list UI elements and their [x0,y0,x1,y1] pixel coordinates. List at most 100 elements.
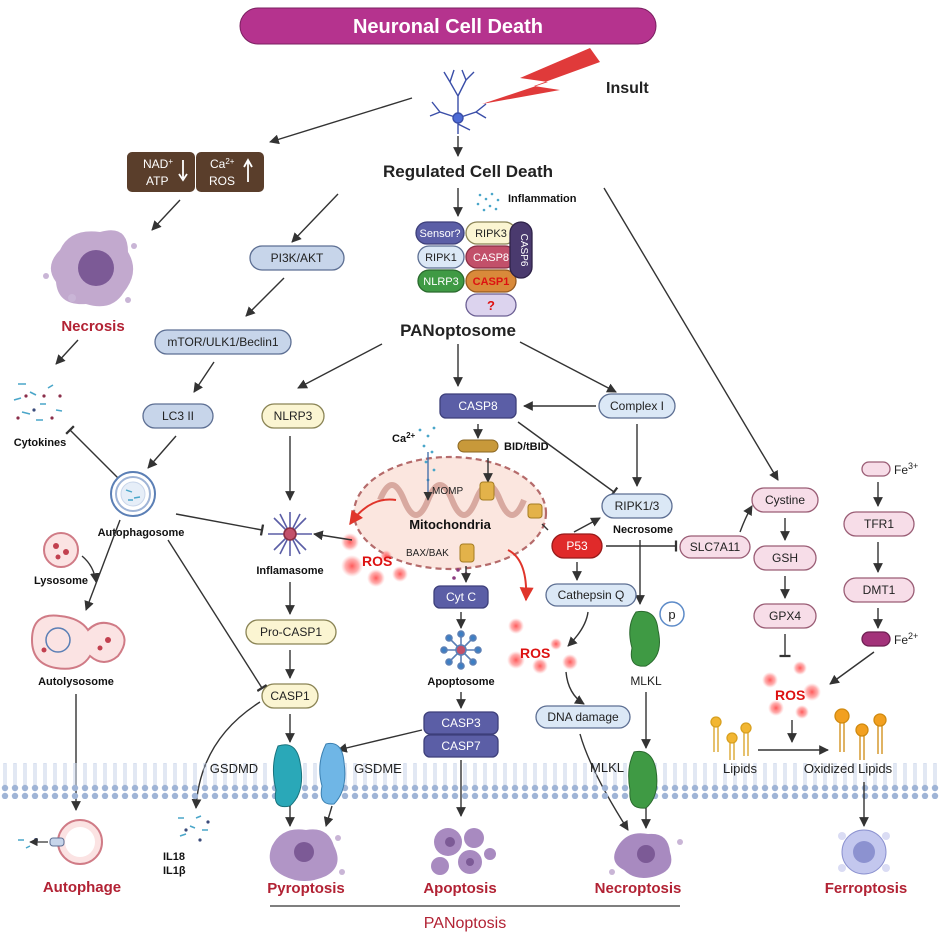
autophage-cell-icon [18,819,103,865]
lipids-icon [710,716,752,760]
svg-text:mTOR/ULK1/Beclin1: mTOR/ULK1/Beclin1 [167,335,278,349]
pyroptosis-label: Pyroptosis [267,880,345,897]
mlkl-membrane-label: MLKL [590,760,624,775]
svg-text:LC3 II: LC3 II [162,409,194,423]
regulated-cell-death-label: Regulated Cell Death [383,162,553,181]
svg-text:TFR1: TFR1 [864,517,894,531]
svg-text:BID/tBID: BID/tBID [504,441,549,453]
svg-text:CASP7: CASP7 [441,739,481,753]
mlkl-label: MLKL [630,674,662,688]
ferroptosis-label: Ferroptosis [825,880,908,897]
apoptosis-cell-icon [431,828,496,875]
p53-box: P53 [551,533,603,559]
fe2-label: Fe2+ [894,631,918,647]
dmt1-box: DMT1 [843,577,915,603]
ca-label: Ca2+ [392,431,416,445]
nlrp3-box: NLRP3 [261,403,325,429]
svg-text:RIPK1: RIPK1 [425,252,457,264]
svg-text:CASP1: CASP1 [473,276,510,288]
svg-text:PI3K/AKT: PI3K/AKT [271,251,324,265]
svg-text:ROS: ROS [209,174,235,188]
necrosome-label: Necrosome [613,524,673,536]
down-arrow-icon [178,160,188,182]
svg-text:GSH: GSH [772,551,798,565]
gsdme-pore-icon [319,742,346,805]
ros-cluster-necro [507,618,578,674]
cytokines-label: Cytokines [14,437,67,449]
apoptosome-label: Apoptosome [427,676,494,688]
gsdmd-label: GSDMD [210,761,258,776]
dna-damage-box: DNA damage [535,705,631,729]
gpx4-box: GPX4 [753,603,817,629]
svg-text:CASP3: CASP3 [441,716,481,730]
svg-text:RIPK1/3: RIPK1/3 [615,499,660,513]
il-cytokines-icon [178,815,210,842]
svg-text:Cystine: Cystine [765,493,805,507]
mlkl-membrane-icon [628,750,658,809]
fe2-icon [861,631,891,647]
ferroptosis-cell-icon [838,829,890,875]
mitochondria-label: Mitochondria [409,517,491,532]
up-arrow-icon [243,158,253,182]
slc7a11-box: SLC7A11 [679,535,751,559]
tfr1-box: TFR1 [843,511,915,537]
ripk13-box: RIPK1/3 [601,493,673,519]
svg-text:CASP6: CASP6 [518,234,529,267]
autophagosome-icon [110,471,156,517]
cyt-c-box: Cyt C [433,585,489,609]
pyroptosis-cell-icon [269,829,345,881]
calcium-flow-icon [418,426,436,482]
title-banner: Neuronal Cell Death [239,7,657,45]
necrosis-label: Necrosis [61,318,124,335]
lysosome-label: Lysosome [34,575,88,587]
svg-text:NAD+: NAD+ [143,157,173,171]
lipids-label: Lipids [723,761,757,776]
momp-label: MOMP [432,486,463,497]
lc3-box: LC3 II [142,403,214,429]
panoptosis-label: PANoptosis [424,915,506,932]
mito-channel-icon [527,503,543,519]
autophagosome-label: Autophagosome [98,527,185,539]
svg-text:NLRP3: NLRP3 [423,276,458,288]
inflamasome-label: Inflamasome [256,565,323,577]
mtor-box: mTOR/ULK1/Beclin1 [154,329,292,355]
inflammation-icon [476,192,500,212]
fe3-icon [861,461,891,477]
casp3-casp7-box: CASP3 CASP7 [423,711,499,758]
pi3k-akt-box: PI3K/AKT [249,245,345,271]
autophage-label: Autophage [43,879,121,896]
casp8-box: CASP8 [439,393,517,419]
neuron-icon [429,69,487,134]
autolysosome-icon [30,614,126,670]
cystine-box: Cystine [751,487,819,513]
inflammation-label: Inflammation [508,193,577,205]
arrow-neuron-energy [269,97,413,145]
cathepsin-q-box: Cathepsin Q [545,583,637,607]
page-title: Neuronal Cell Death [353,16,543,38]
energy-status-box: NAD+ ATP Ca2+ ROS [127,152,264,192]
il18-label: IL18 [163,851,185,863]
lysosome-icon [43,532,79,568]
svg-text:ATP: ATP [146,174,168,188]
svg-text:Sensor?: Sensor? [420,228,461,240]
panoptosome-label: PANoptosome [400,321,516,340]
apoptosis-label: Apoptosis [423,880,496,897]
svg-text:SLC7A11: SLC7A11 [690,540,741,554]
necroptosis-cell-icon [609,833,683,878]
ros-label-mito: ROS [362,553,392,569]
svg-text:CASP8: CASP8 [458,399,498,413]
svg-text:NLRP3: NLRP3 [274,409,313,423]
svg-text:Pro-CASP1: Pro-CASP1 [260,625,322,639]
svg-text:?: ? [487,298,495,313]
svg-text:RIPK3: RIPK3 [475,228,507,240]
necrosis-cell-icon [43,230,137,307]
mlkl-icon [629,601,685,667]
bid-tbid: BID/tBID [457,439,549,453]
necroptosis-label: Necroptosis [595,880,682,897]
svg-text:CASP1: CASP1 [270,689,310,703]
svg-text:Ca2+: Ca2+ [210,157,235,171]
complex-i-box: Complex I [598,393,676,419]
svg-text:CASP8: CASP8 [473,252,509,264]
oxidized-lipids-label: Oxidized Lipids [804,761,893,776]
